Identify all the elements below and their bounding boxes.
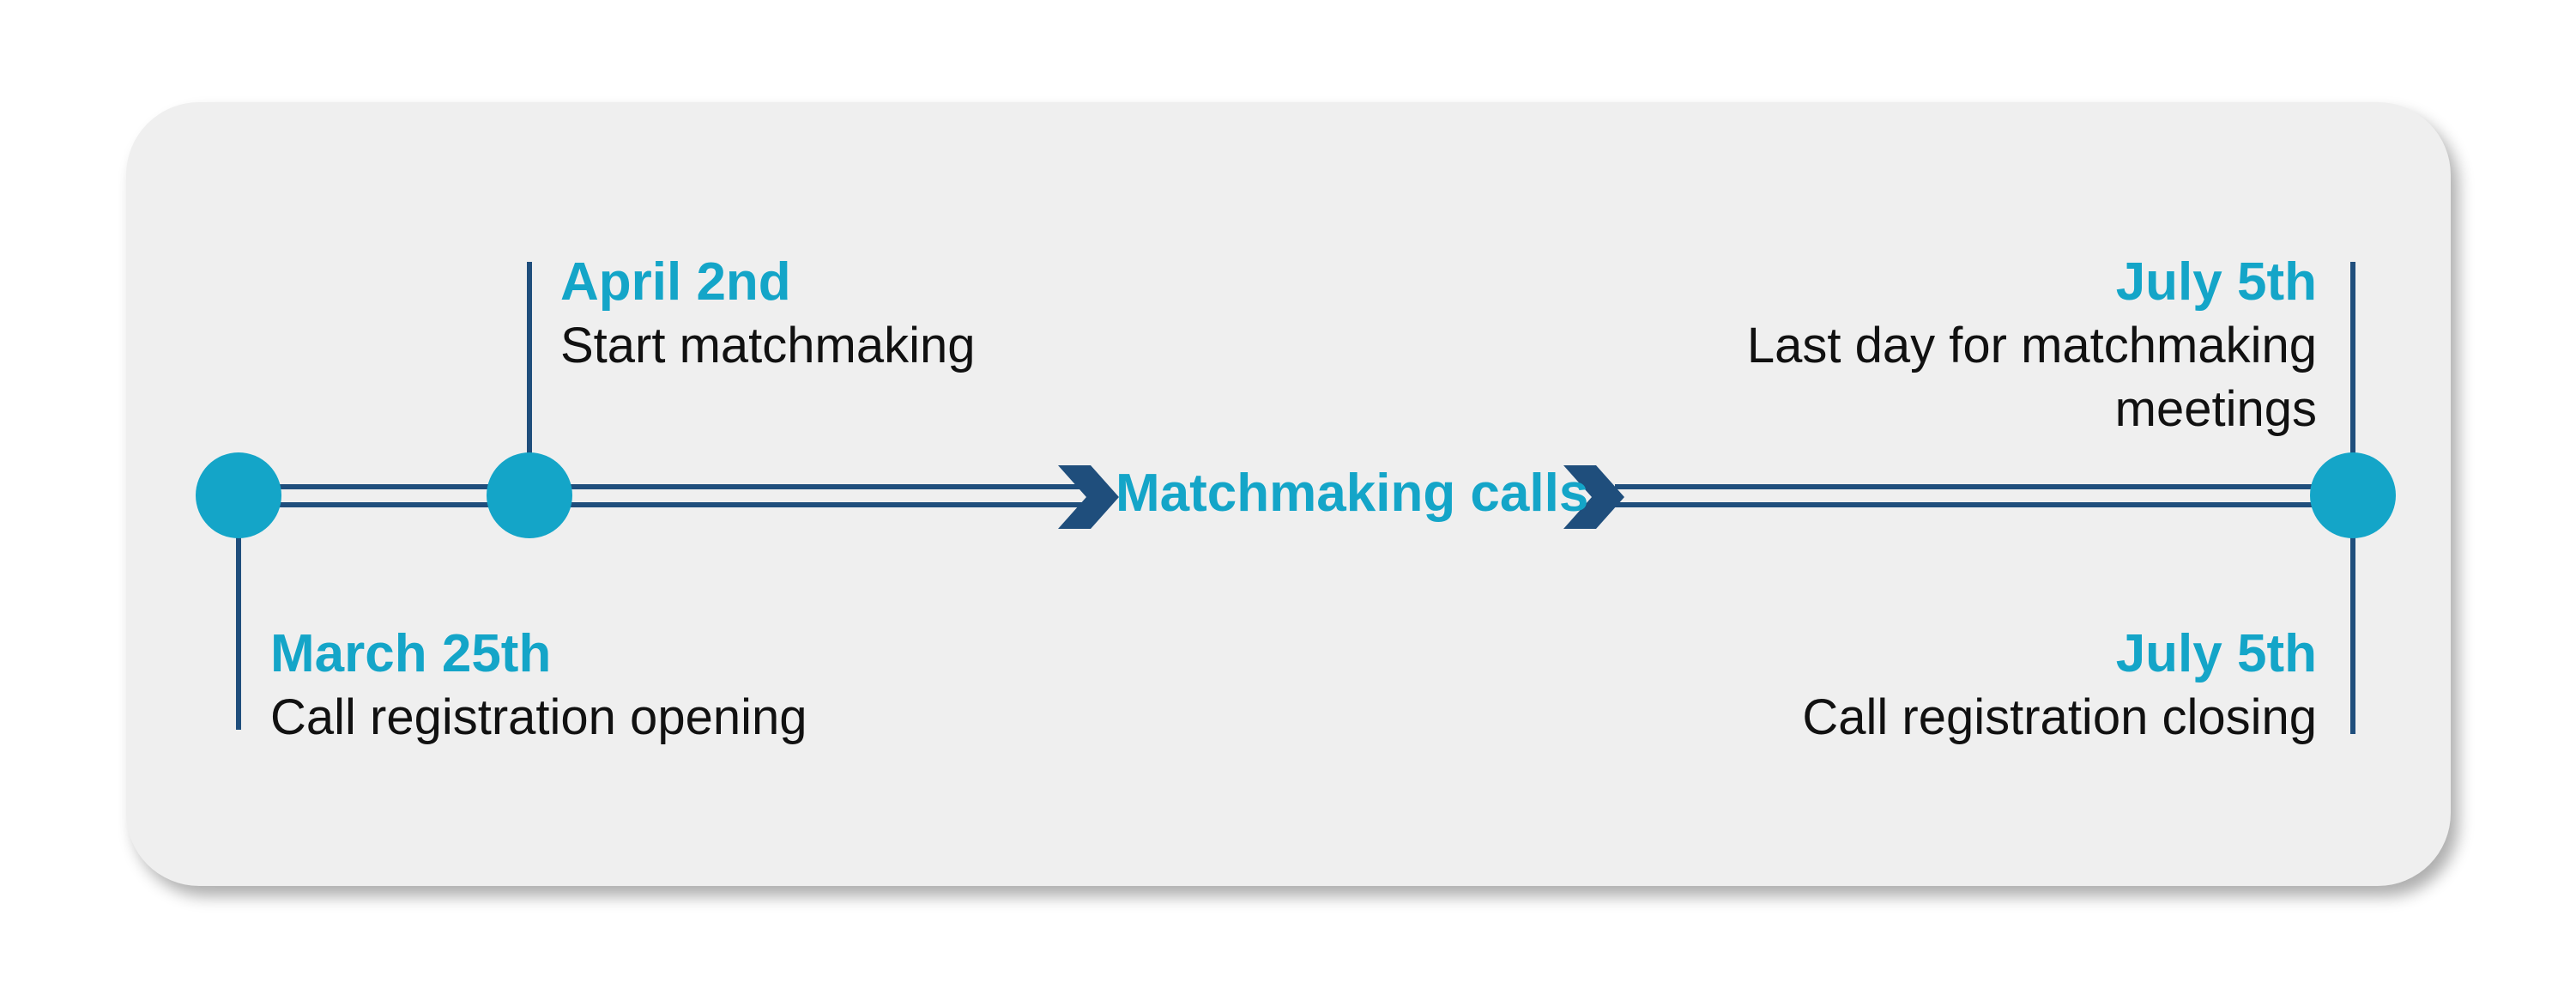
timeline-segment-2	[515, 484, 1083, 507]
timeline-segment-3	[1615, 484, 2317, 507]
center-label: Matchmaking calls	[1116, 464, 1589, 523]
chevron-right-icon	[1563, 465, 1624, 529]
event-label: Last day for matchmaking meetings	[1746, 318, 2317, 437]
connector-march-25	[236, 495, 241, 730]
timeline-dot-april-2	[487, 452, 572, 538]
timeline-segment-1	[266, 484, 498, 507]
timeline-dot-march-25	[196, 452, 281, 538]
event-label: Start matchmaking	[560, 318, 976, 373]
event-date: March 25th	[270, 624, 552, 683]
event-label: Call registration closing	[1802, 689, 2317, 745]
event-date: April 2nd	[560, 252, 791, 312]
event-start-matchmaking: April 2nd Start matchmaking	[560, 251, 976, 378]
connector-april-2	[527, 262, 532, 495]
event-last-matchmaking-day: July 5th Last day for matchmaking meetin…	[1747, 251, 2317, 441]
event-call-registration-opening: March 25th Call registration opening	[270, 622, 807, 749]
event-date: July 5th	[2115, 624, 2317, 683]
connector-july-5-top	[2350, 262, 2355, 495]
connector-july-5-bottom	[2350, 495, 2355, 734]
event-call-registration-closing: July 5th Call registration closing	[1802, 622, 2317, 749]
event-label: Call registration opening	[270, 689, 807, 745]
event-date: July 5th	[2115, 252, 2317, 312]
timeline-dot-july-5	[2310, 452, 2396, 538]
chevron-right-icon	[1058, 465, 1119, 529]
